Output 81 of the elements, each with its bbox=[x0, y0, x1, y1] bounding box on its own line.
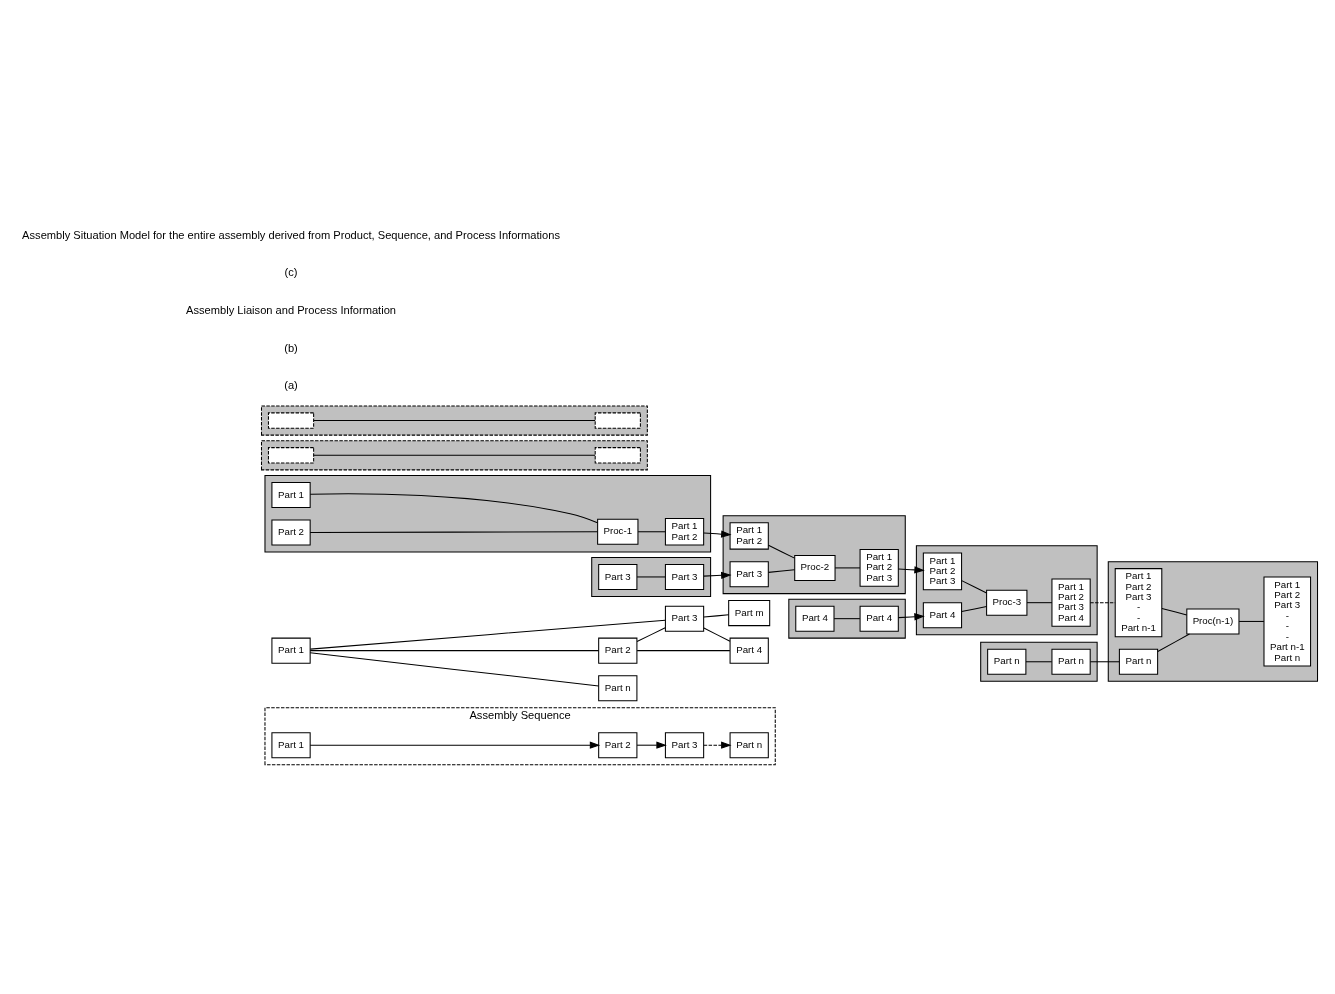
arrow bbox=[703, 530, 732, 538]
node-box: Part n bbox=[987, 648, 1027, 675]
arrow bbox=[897, 613, 925, 621]
node-box: Part n bbox=[598, 675, 638, 702]
node-box: Proc-2 bbox=[794, 554, 836, 581]
connector bbox=[636, 576, 666, 578]
node-box: Part 4 bbox=[859, 605, 899, 632]
connector bbox=[309, 493, 598, 524]
connector bbox=[636, 627, 666, 643]
cluster bbox=[264, 474, 712, 553]
node-box: Part n bbox=[1118, 648, 1159, 675]
cluster bbox=[260, 440, 648, 471]
arrow bbox=[897, 566, 925, 574]
node-box bbox=[267, 412, 315, 429]
cluster bbox=[1107, 561, 1319, 682]
node-box: Part 3 bbox=[729, 561, 769, 588]
node-box: Part 2 bbox=[598, 637, 638, 664]
node-box: Part 3 bbox=[664, 605, 705, 632]
node-box: Part 3 bbox=[664, 563, 705, 590]
node-box bbox=[267, 447, 315, 464]
label: (a) bbox=[284, 379, 298, 392]
cluster bbox=[980, 641, 1098, 682]
connector bbox=[309, 650, 600, 652]
node-box: Part 2 bbox=[598, 732, 638, 759]
label: Assembly Situation Model for the entire assembly derived from Product, Sequence, and Process Informations bbox=[22, 228, 560, 241]
connector bbox=[961, 606, 988, 612]
node-box: Part 4 bbox=[795, 605, 835, 632]
node-box: Part 1 Part 2 bbox=[729, 522, 769, 550]
node-box: Part 4 bbox=[729, 637, 769, 664]
connector bbox=[833, 618, 861, 620]
connector bbox=[309, 652, 600, 687]
connector bbox=[1238, 620, 1265, 622]
connector bbox=[1025, 661, 1053, 663]
connector bbox=[309, 531, 598, 533]
connector bbox=[1157, 633, 1190, 652]
node-box: Part 1 Part 2 Part 3 - - Part n-1 bbox=[1114, 568, 1163, 638]
node-box: Part 1 Part 2 Part 3 bbox=[922, 552, 963, 591]
node-box: Proc-3 bbox=[986, 589, 1028, 616]
connector bbox=[703, 614, 730, 618]
node-box: Part 4 bbox=[922, 602, 963, 629]
cluster bbox=[260, 405, 648, 436]
node-box bbox=[594, 447, 641, 464]
node-box: Part 3 bbox=[598, 563, 638, 590]
connector bbox=[637, 531, 666, 533]
node-box: Proc(n-1) bbox=[1186, 608, 1240, 635]
connector bbox=[313, 420, 596, 422]
connector bbox=[1089, 661, 1120, 663]
node-box bbox=[594, 412, 641, 429]
node-box: Part 1 bbox=[271, 732, 311, 759]
connector bbox=[1026, 602, 1053, 604]
connector bbox=[767, 569, 796, 573]
cluster bbox=[591, 556, 712, 597]
connector bbox=[313, 454, 596, 456]
cluster bbox=[788, 598, 906, 639]
node-box: Part m bbox=[728, 600, 771, 627]
connector bbox=[961, 580, 988, 594]
node-box: Part 2 bbox=[271, 519, 311, 546]
arrow bbox=[703, 571, 732, 579]
connector bbox=[703, 627, 731, 642]
node-box: Part 1 bbox=[271, 481, 311, 508]
node-box: Part 3 bbox=[664, 732, 705, 759]
label: (b) bbox=[284, 341, 298, 354]
arrow bbox=[636, 741, 667, 749]
node-box: Part 1 Part 2 bbox=[664, 518, 705, 546]
connector bbox=[1161, 608, 1188, 616]
label: Assembly Liaison and Process Information bbox=[186, 304, 397, 317]
arrow bbox=[309, 741, 601, 749]
connector bbox=[767, 544, 796, 559]
node-box: Part 1 Part 2 Part 3 Part 4 bbox=[1051, 578, 1091, 627]
connector bbox=[834, 567, 861, 569]
node-box: Part 1 Part 2 Part 3 - - - Part n-1 Part n bbox=[1263, 576, 1312, 667]
connector bbox=[636, 650, 731, 652]
node-box: Part 1 bbox=[271, 637, 311, 664]
node-box: Proc-1 bbox=[597, 518, 639, 545]
node-box: Part 1 Part 2 Part 3 bbox=[859, 548, 899, 587]
arrow bbox=[703, 741, 732, 749]
label: (c) bbox=[284, 266, 298, 279]
node-box: Part n bbox=[729, 732, 769, 759]
connector bbox=[309, 619, 666, 650]
connector bbox=[1089, 602, 1116, 604]
node-box: Part n bbox=[1051, 648, 1091, 675]
